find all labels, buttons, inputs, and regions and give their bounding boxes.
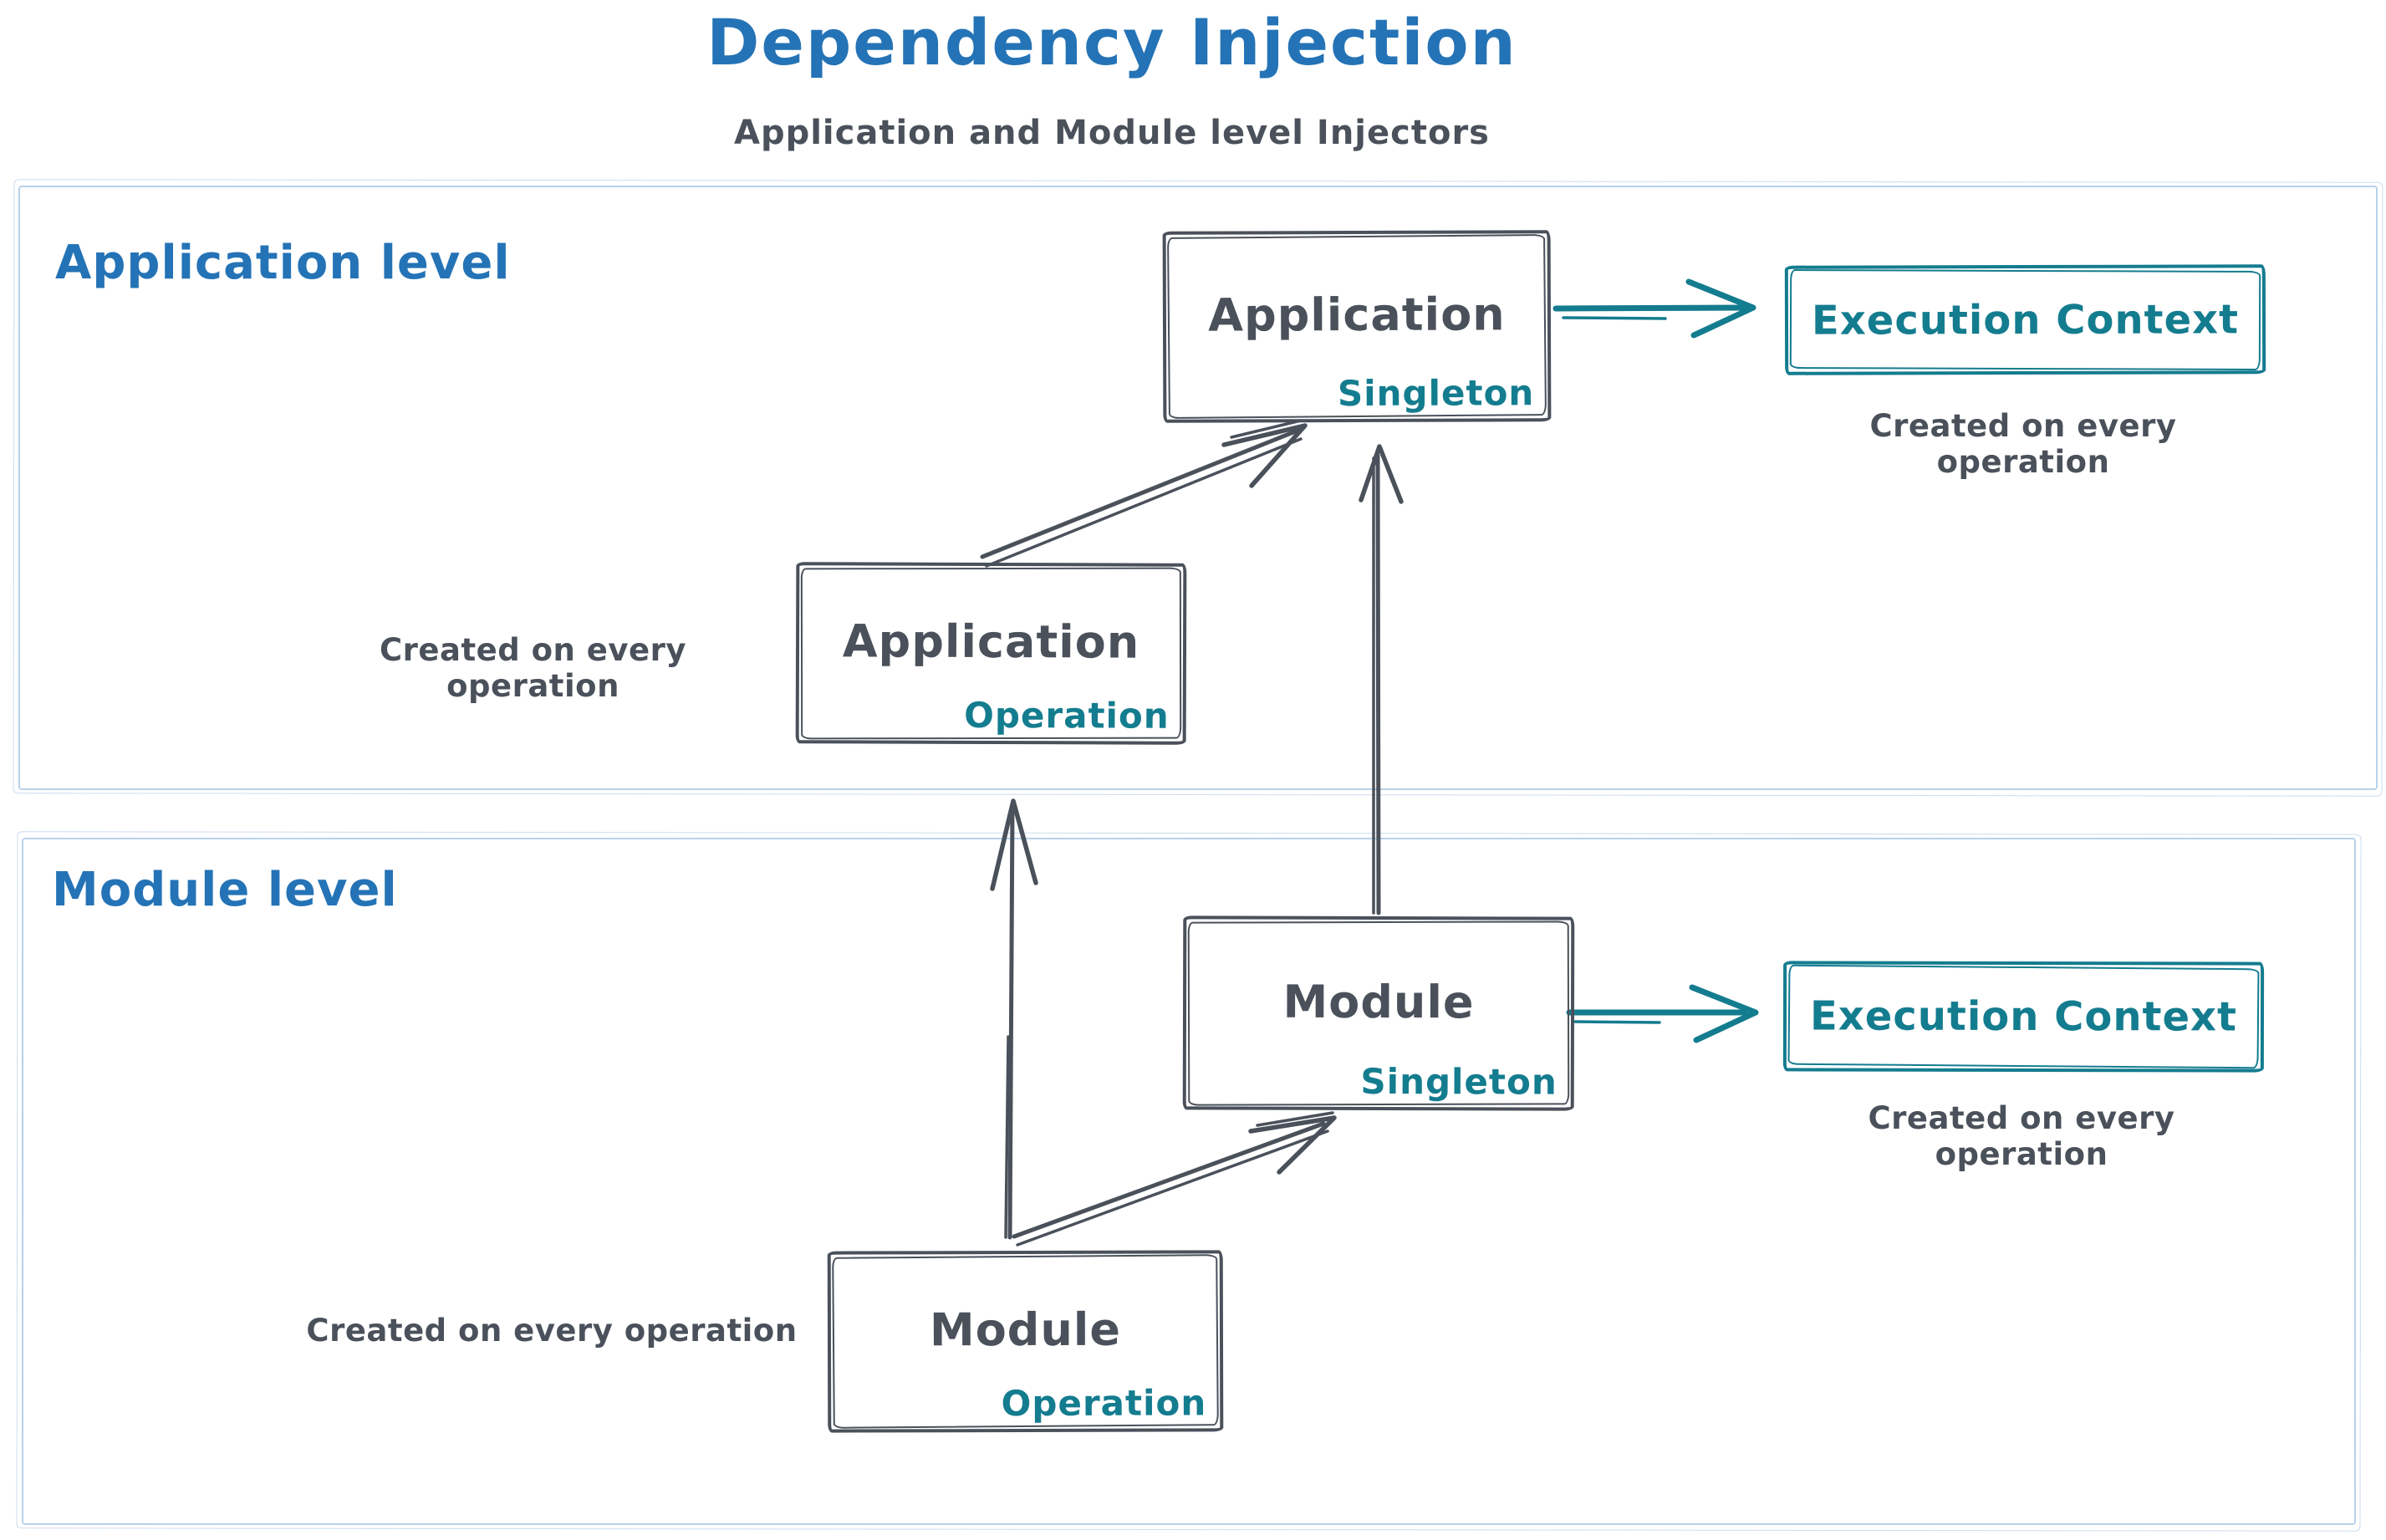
- node-application-singleton: Application Singleton: [1162, 230, 1552, 423]
- node-module-operation: Module Operation: [827, 1250, 1224, 1433]
- section-module-level: [22, 838, 2356, 1525]
- section-label-module-level: Module level: [52, 863, 398, 917]
- section-application-level: [18, 186, 2378, 790]
- diagram-title: Dependency Injection: [706, 5, 1517, 79]
- node-application-singleton-badge: Singleton: [1337, 372, 1535, 415]
- node-module-operation-title: Module: [929, 1303, 1122, 1357]
- node-execution-context-application-title: Execution Context: [1811, 295, 2240, 344]
- note-module-execution-context: Created on every operation: [1868, 1100, 2175, 1172]
- note-module-operation: Created on every operation: [306, 1313, 798, 1349]
- node-module-singleton: Module Singleton: [1182, 915, 1575, 1111]
- node-application-singleton-title: Application: [1208, 288, 1506, 342]
- node-module-singleton-badge: Singleton: [1360, 1060, 1558, 1103]
- node-execution-context-application: Execution Context: [1784, 264, 2266, 375]
- node-execution-context-module-title: Execution Context: [1809, 992, 2238, 1041]
- node-module-operation-badge: Operation: [1001, 1382, 1207, 1425]
- note-application-operation: Created on every operation: [380, 632, 686, 704]
- section-label-application-level: Application level: [55, 236, 511, 290]
- node-module-singleton-title: Module: [1282, 975, 1475, 1028]
- note-application-execution-context: Created on every operation: [1869, 408, 2177, 480]
- diagram-subtitle: Application and Module level Injectors: [734, 114, 1490, 152]
- node-execution-context-module: Execution Context: [1782, 961, 2265, 1073]
- node-application-operation-badge: Operation: [964, 694, 1170, 737]
- node-application-operation-title: Application: [842, 614, 1140, 669]
- node-application-operation: Application Operation: [795, 562, 1187, 745]
